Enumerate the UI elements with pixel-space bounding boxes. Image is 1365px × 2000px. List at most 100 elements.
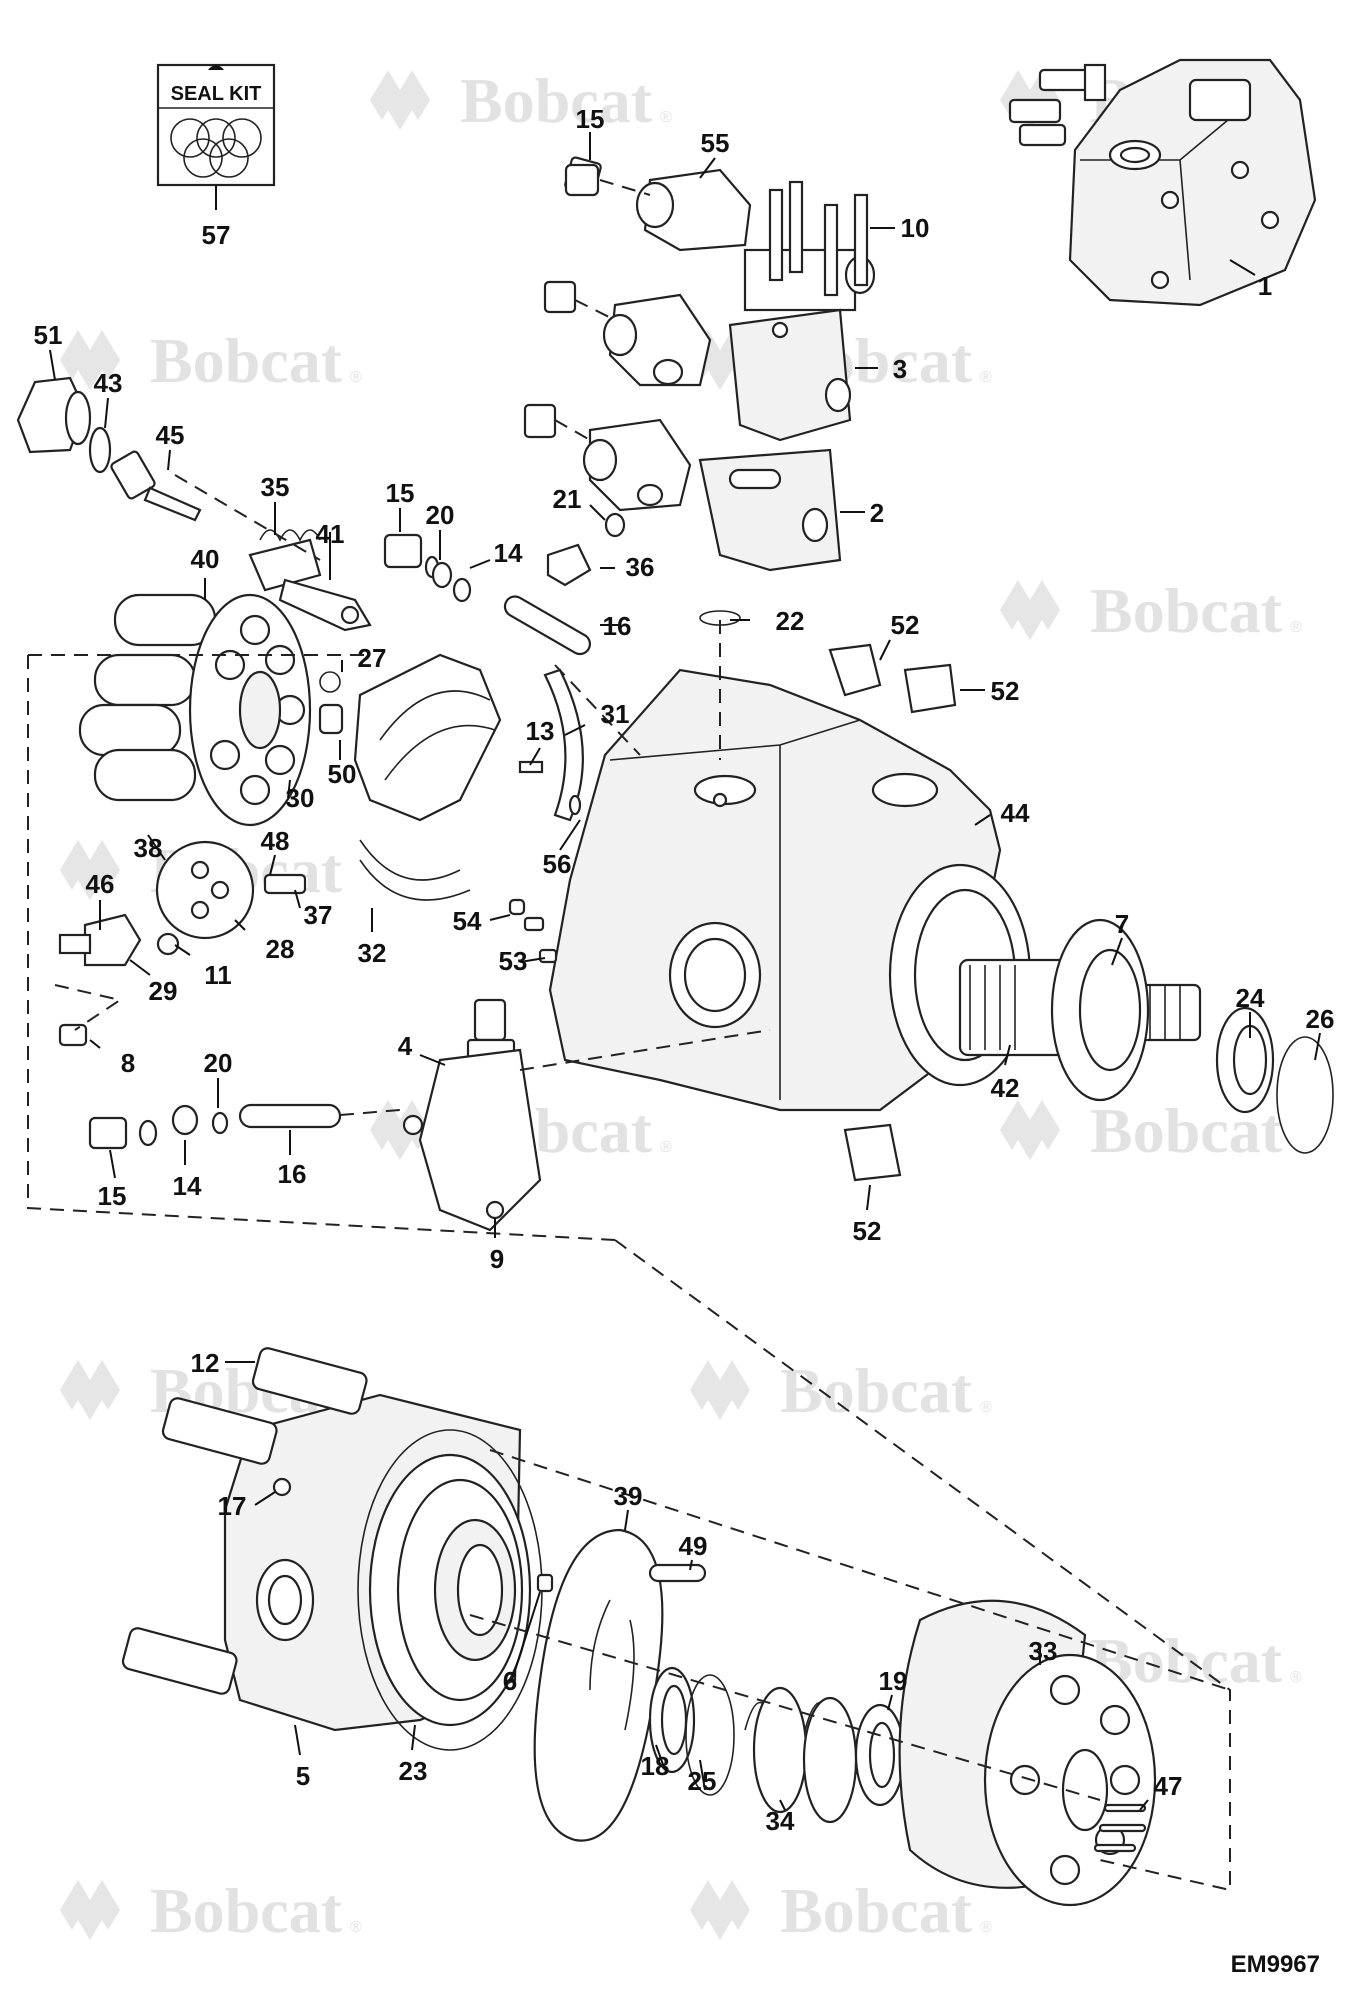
callout-34: 34 [766,1806,795,1836]
callout-50: 50 [328,759,357,789]
cylinder-block-33 [898,1599,1157,1907]
watermark: Bobcat ® [690,1875,992,1946]
pin-6 [536,1573,554,1593]
callout-51: 51 [34,320,63,350]
callout-14: 14 [173,1171,202,1201]
callout-7: 7 [1115,909,1129,939]
watermark: Bobcat ® [60,325,362,396]
seal-kit-box: SEAL KIT 57 [156,63,276,250]
svg-text:®: ® [1290,1669,1302,1686]
svg-text:Bobcat: Bobcat [1090,575,1283,646]
spring-34 [744,1686,866,1824]
callout-3: 3 [893,354,907,384]
nut-11 [156,932,180,956]
bearing-7 [1050,918,1150,1102]
pin-46 [58,933,92,955]
callout-20: 20 [426,500,455,530]
callout-29: 29 [149,976,178,1006]
seal-kit-label: SEAL KIT [171,83,262,105]
svg-text:Bobcat: Bobcat [460,65,653,136]
callout-12: 12 [191,1348,220,1378]
seal-ring-43 [88,426,112,474]
callout-11: 11 [204,960,232,990]
callout-46: 46 [86,869,115,899]
spring-35 [248,529,322,592]
cradle-32 [359,839,471,901]
callout-6: 6 [503,1666,517,1696]
callout-45: 45 [156,420,185,450]
retainer-plate-30 [188,593,312,827]
callout-14: 14 [494,538,523,568]
callout-48: 48 [261,826,290,856]
plug-15-top [564,163,600,197]
pump-assembly-view [1008,58,1317,307]
callout-28: 28 [266,934,295,964]
callout-30: 30 [286,783,315,813]
svg-text:®: ® [660,1139,672,1156]
assembly-lines [27,179,1231,1892]
svg-text:Bobcat: Bobcat [150,325,343,396]
callout-56: 56 [543,849,572,879]
svg-text:®: ® [350,1919,362,1936]
callout-20: 20 [204,1048,233,1078]
callout-17: 17 [218,1491,247,1521]
callout-55: 55 [701,128,730,158]
port-plate-38-28 [155,840,255,940]
plug-29 [83,913,142,967]
swash-plate-31 [353,653,584,822]
callout-5: 5 [296,1761,310,1791]
watermark: Bobcat ® [690,1355,992,1426]
pins-47 [1093,1803,1147,1853]
callout-10: 10 [901,213,930,243]
seal-24 [1215,1006,1275,1114]
snap-ring-25 [685,1674,735,1796]
fittings-15-20-14 [383,533,592,656]
svg-text:®: ® [1290,619,1302,636]
callout-36: 36 [626,552,655,582]
snap-ring-26 [1276,1036,1334,1154]
callout-37: 37 [304,900,333,930]
callout-47: 47 [1154,1771,1183,1801]
seal-56 [568,794,582,816]
callout-39: 39 [614,1481,643,1511]
washer-18 [648,1666,696,1774]
callout-1: 1 [1258,271,1272,301]
callout-8: 8 [121,1048,135,1078]
callout-22: 22 [776,606,805,636]
callout-19: 19 [879,1666,908,1696]
callout-23: 23 [399,1756,428,1786]
svg-text:Bobcat: Bobcat [150,1875,343,1946]
callout-18: 18 [641,1751,670,1781]
fitting-21-36 [546,512,626,587]
adjuster-screw-45 [110,450,202,522]
watermark: Bobcat ® [60,1875,362,1946]
callout-27: 27 [358,643,387,673]
callout-16: 16 [603,611,632,641]
valve-plate-39 [533,1528,664,1842]
adjuster-cap-51 [16,376,92,454]
pin-50 [318,703,344,735]
svg-text:®: ® [980,1919,992,1936]
pin-48 [263,873,307,895]
callout-42: 42 [991,1073,1020,1103]
callout-57: 57 [202,220,231,250]
washer-19 [854,1703,906,1807]
callout-13: 13 [526,716,555,746]
callout-15: 15 [386,478,415,508]
watermark: Bobcat ® [1000,575,1302,646]
end-cap-5 [223,1393,532,1732]
leader-lines [49,132,1321,1811]
screw-8 [58,1023,88,1047]
callout-15: 15 [576,104,605,134]
callout-53: 53 [499,946,528,976]
callout-49: 49 [679,1531,708,1561]
callout-15: 15 [98,1181,127,1211]
callout-52: 52 [853,1216,882,1246]
plugs-52 [828,643,957,1182]
callout-52: 52 [991,676,1020,706]
fittings-15-14-20-16-lower [88,1103,342,1150]
svg-text:®: ® [350,369,362,386]
ring-27 [319,671,341,693]
valve-bolts-10 [768,180,869,297]
